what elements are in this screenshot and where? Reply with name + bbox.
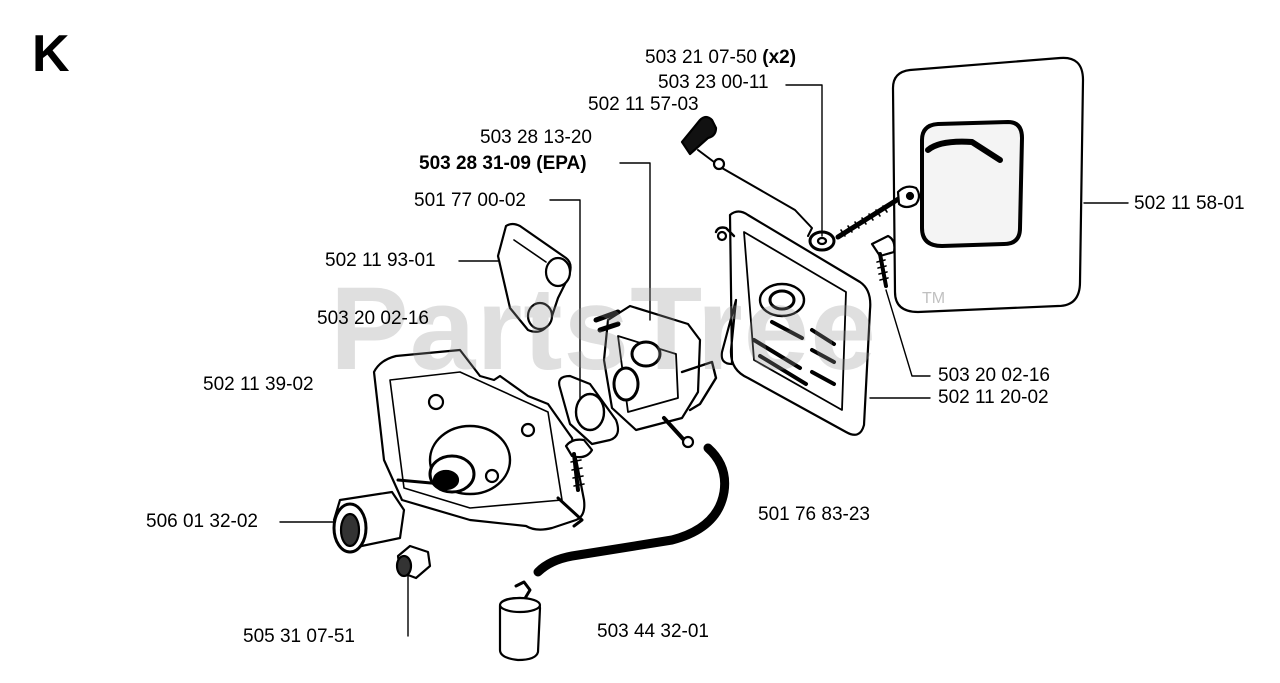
label-screw-x2-qty: (x2) [762,47,797,68]
label-fuel-line[interactable]: 501 76 83-23 [758,504,870,525]
sleeve-part[interactable] [332,490,406,554]
gasket-part[interactable] [558,374,620,446]
label-air-filter[interactable]: 502 11 58-01 [1134,193,1245,214]
air-filter-part[interactable] [891,56,1085,314]
label-screw-x2[interactable]: 503 21 07-50 (x2) [645,47,796,69]
intake-boot-part[interactable] [496,222,572,333]
watermark-tm: TM [922,290,946,307]
left-screw-part[interactable] [564,438,594,492]
label-carb-housing[interactable]: 502 11 39-02 [203,374,314,395]
label-intake-boot[interactable]: 502 11 93-01 [325,250,436,271]
label-carburetor-epa[interactable]: 503 28 31-09 (EPA) [419,153,587,174]
label-screw-x2-number: 503 21 07-50 [645,47,757,68]
label-screw-right[interactable]: 503 20 02-16 [938,365,1050,386]
label-small-sleeve[interactable]: 505 31 07-51 [243,626,355,647]
fuel-line-part[interactable] [533,443,730,577]
small-sleeve-part[interactable] [395,544,432,580]
filter-holder-part[interactable] [714,210,872,436]
label-screw-left[interactable]: 503 20 02-16 [317,308,429,329]
label-choke-rod[interactable]: 502 11 57-03 [588,94,699,115]
section-letter: K [32,25,70,83]
choke-rod-part[interactable] [680,115,813,237]
long-screw-part[interactable] [835,185,921,240]
carb-housing-part[interactable] [372,348,586,531]
label-carburetor[interactable]: 503 28 13-20 [480,127,592,148]
fuel-filter-part[interactable] [498,580,542,662]
right-screw-part[interactable] [870,234,896,288]
carburetor-part[interactable] [593,304,718,449]
label-sleeve[interactable]: 506 01 32-02 [146,511,258,532]
label-washer[interactable]: 503 23 00-11 [658,72,769,93]
label-fuel-filter[interactable]: 503 44 32-01 [597,621,709,642]
label-filter-holder[interactable]: 502 11 20-02 [938,387,1049,408]
label-gasket[interactable]: 501 77 00-02 [414,190,526,211]
watermark: PartsTree [330,263,877,395]
